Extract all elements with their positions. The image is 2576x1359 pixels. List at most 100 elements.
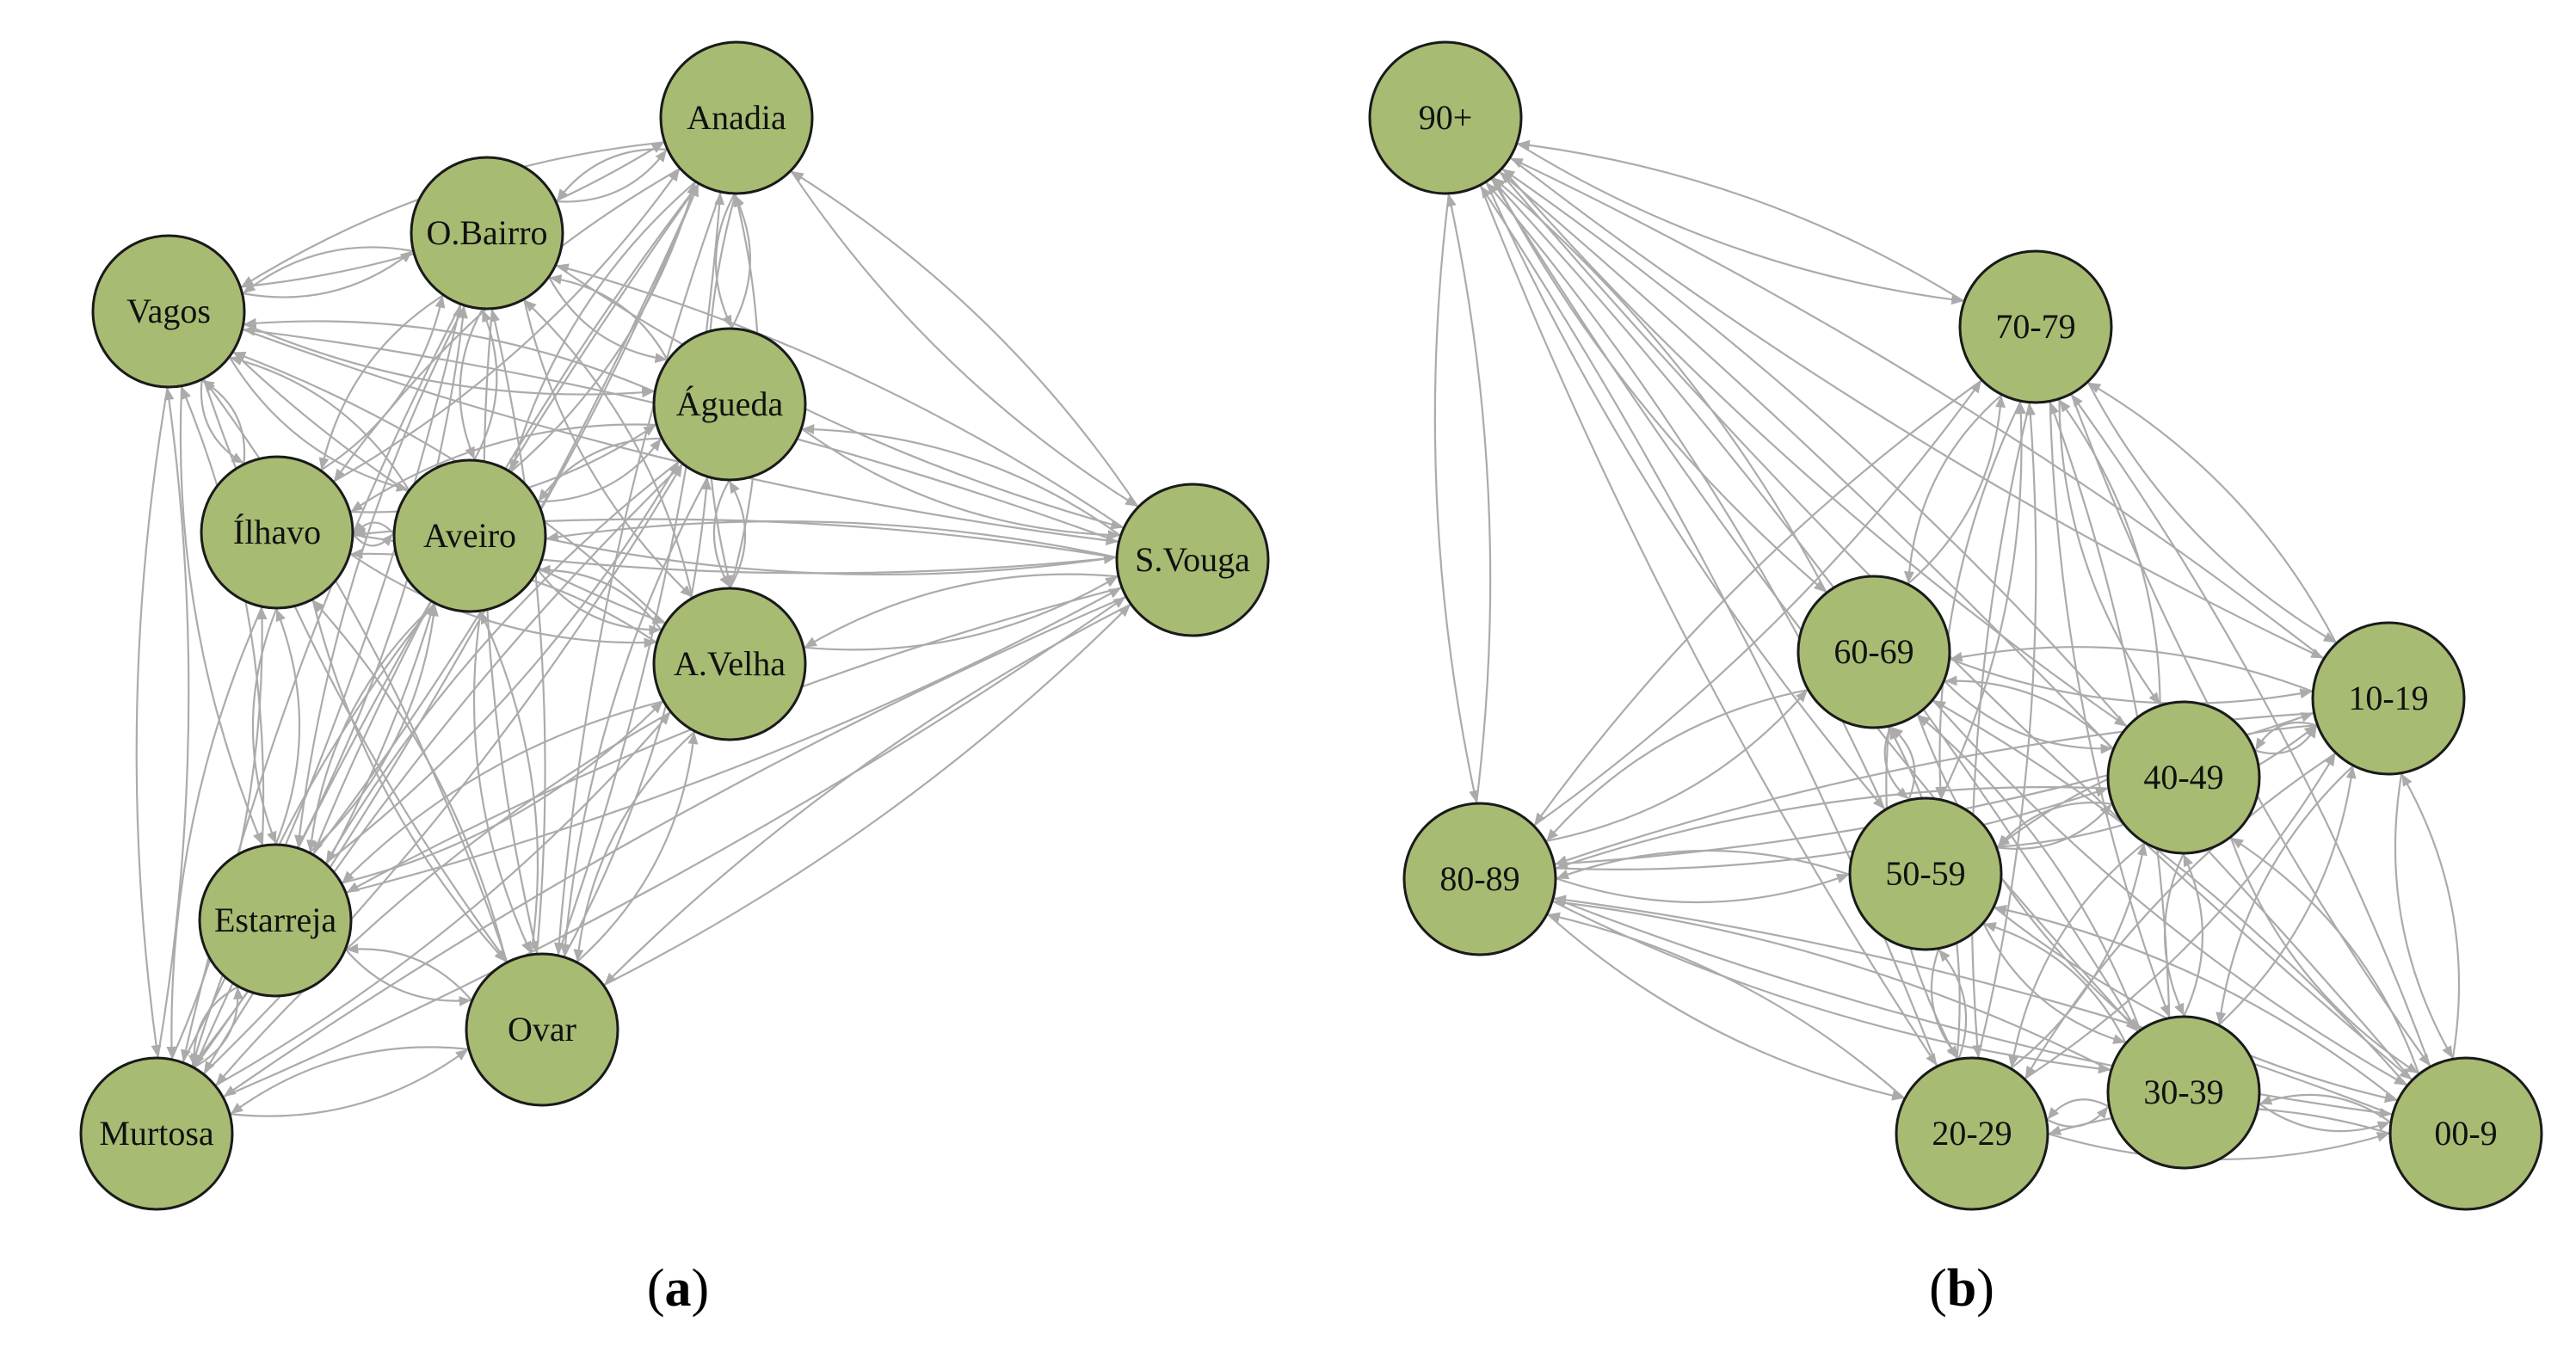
node-20-29: 20-29 xyxy=(1895,1056,2049,1211)
edge-svouga-to-agueda xyxy=(802,424,1122,537)
edge-60-69-to-70-79 xyxy=(1907,395,2006,586)
edge-ilhavo-to-ovar xyxy=(311,599,507,962)
edge-00-9-to-30-39 xyxy=(2259,1093,2392,1124)
edge-vagos-to-agueda xyxy=(243,323,655,398)
node-label: A.Velha xyxy=(674,644,786,683)
node-label: O.Bairro xyxy=(426,213,547,252)
edge-ilhavo-to-obairro xyxy=(319,295,446,471)
edge-10-19-to-60-69 xyxy=(1950,646,2314,693)
edge-vagos-to-estarreja xyxy=(179,385,263,846)
edge-50-59-to-80-89 xyxy=(1556,849,1851,880)
edge-agueda-to-svouga xyxy=(800,427,1120,540)
edge-10-19-to-00-9 xyxy=(2394,772,2454,1059)
edge-avelha-to-obairro xyxy=(524,299,693,599)
edge-obairro-to-svouga xyxy=(555,264,1124,530)
edge-estarreja-to-ilhavo xyxy=(274,609,301,846)
edge-90plus-to-30-39 xyxy=(1490,177,2138,1032)
edge-40-49-to-80-89 xyxy=(1556,786,2109,870)
edge-00-9-to-70-79 xyxy=(2071,394,2431,1067)
node-ilhavo: Ílhavo xyxy=(200,455,354,610)
node-obairro: O.Bairro xyxy=(410,156,564,311)
edge-ilhavo-to-murtosa xyxy=(166,606,263,1059)
node-00-9: 00-9 xyxy=(2388,1056,2543,1211)
edge-obairro-to-vagos xyxy=(243,246,414,294)
node-label: 00-9 xyxy=(2434,1114,2497,1153)
edge-ilhavo-to-estarreja xyxy=(251,607,278,844)
panel-b-letter: b xyxy=(1947,1259,1976,1318)
edge-ovar-to-murtosa xyxy=(231,1046,470,1115)
edge-agueda-to-ilhavo xyxy=(350,423,657,513)
edge-30-39-to-50-59 xyxy=(1983,922,2127,1044)
edge-00-9-to-50-59 xyxy=(1994,905,2399,1102)
edge-estarreja-to-vagos xyxy=(181,386,265,846)
node-murtosa: Murtosa xyxy=(79,1056,234,1211)
edge-90plus-to-50-59 xyxy=(1485,181,1885,809)
panel-a-letter: a xyxy=(665,1259,692,1318)
edge-aveiro-to-svouga xyxy=(545,537,1116,576)
edge-50-59-to-90plus xyxy=(1486,182,1886,811)
edge-60-69-to-80-89 xyxy=(1546,688,1809,841)
edge-40-49-to-00-9 xyxy=(2229,836,2419,1074)
edge-ovar-to-obairro xyxy=(490,309,546,955)
edge-30-39-to-40-49 xyxy=(2183,854,2203,1018)
node-svouga: S.Vouga xyxy=(1115,483,1270,637)
edge-estarreja-to-murtosa xyxy=(188,985,239,1067)
node-label: Ílhavo xyxy=(233,513,321,551)
edge-estarreja-to-svouga xyxy=(345,587,1122,894)
edge-50-59-to-20-29 xyxy=(1930,948,1960,1059)
edge-anadia-to-aveiro xyxy=(509,181,697,472)
edge-aveiro-to-murtosa xyxy=(190,602,436,1067)
node-label: 80-89 xyxy=(1439,859,1519,898)
edge-00-9-to-90plus xyxy=(1500,171,2413,1081)
edge-60-69-to-10-19 xyxy=(1949,657,2313,704)
node-ovar: Ovar xyxy=(465,952,619,1107)
edge-obairro-to-anadia xyxy=(555,149,668,203)
edge-svouga-to-anadia xyxy=(791,170,1139,508)
edge-30-39-to-70-79 xyxy=(2049,402,2171,1018)
edge-90plus-to-40-49 xyxy=(1501,167,2127,727)
edge-30-39-to-80-89 xyxy=(1553,897,2112,1072)
edge-90plus-to-80-89 xyxy=(1433,193,1480,803)
edge-90plus-to-70-79 xyxy=(1516,142,1964,305)
edge-vagos-to-aveiro xyxy=(228,356,409,492)
edge-60-69-to-90plus xyxy=(1493,177,1827,593)
edge-ilhavo-to-avelha xyxy=(348,552,656,649)
edge-80-89-to-40-49 xyxy=(1555,787,2108,870)
node-avelha: A.Velha xyxy=(652,587,807,741)
edge-anadia-to-ovar xyxy=(553,191,722,955)
node-60-69: 60-69 xyxy=(1796,575,1951,729)
edge-anadia-to-svouga xyxy=(790,169,1138,507)
edge-90plus-to-60-69 xyxy=(1492,176,1827,593)
edge-50-59-to-70-79 xyxy=(1939,402,2026,801)
edge-agueda-to-avelha xyxy=(712,479,730,587)
edge-avelha-to-estarreja xyxy=(342,700,664,883)
edge-80-89-to-60-69 xyxy=(1544,690,1808,843)
edge-murtosa-to-ovar xyxy=(229,1048,468,1117)
edge-30-39-to-20-29 xyxy=(2047,1098,2111,1120)
edge-20-29-to-70-79 xyxy=(1976,403,2037,1059)
edge-avelha-to-murtosa xyxy=(215,710,672,1085)
edge-agueda-to-estarreja xyxy=(325,460,681,864)
edge-40-49-to-90plus xyxy=(1502,169,2129,729)
edge-10-19-to-40-49 xyxy=(2254,721,2319,751)
edge-murtosa-to-avelha xyxy=(214,712,671,1087)
edge-30-39-to-10-19 xyxy=(2217,766,2357,1026)
edge-10-19-to-90plus xyxy=(1510,157,2325,660)
edge-aveiro-to-vagos xyxy=(230,355,410,491)
edge-aveiro-to-obairro xyxy=(473,309,498,461)
edge-70-79-to-80-89 xyxy=(1533,379,1983,826)
node-agueda: Águeda xyxy=(652,327,807,482)
edge-estarreja-to-ovar xyxy=(344,948,471,1006)
panel-b-nodes: 90+ 70-79 60-69 10-19 40-49 80-89 xyxy=(1368,40,2543,1211)
node-label: 50-59 xyxy=(1885,854,1965,893)
node-label: 90+ xyxy=(1419,98,1473,137)
node-label: 60-69 xyxy=(1833,632,1914,671)
edge-80-89-to-70-79 xyxy=(1532,380,1982,827)
edge-ovar-to-avelha xyxy=(576,732,699,963)
edge-20-29-to-40-49 xyxy=(2010,843,2148,1070)
edge-aveiro-to-ovar xyxy=(472,610,532,954)
edge-80-89-to-50-59 xyxy=(1555,873,1849,904)
edge-80-89-to-90plus xyxy=(1445,194,1492,804)
node-30-39: 30-39 xyxy=(2106,1015,2261,1170)
panel-a-caption: (a) xyxy=(647,1259,709,1318)
